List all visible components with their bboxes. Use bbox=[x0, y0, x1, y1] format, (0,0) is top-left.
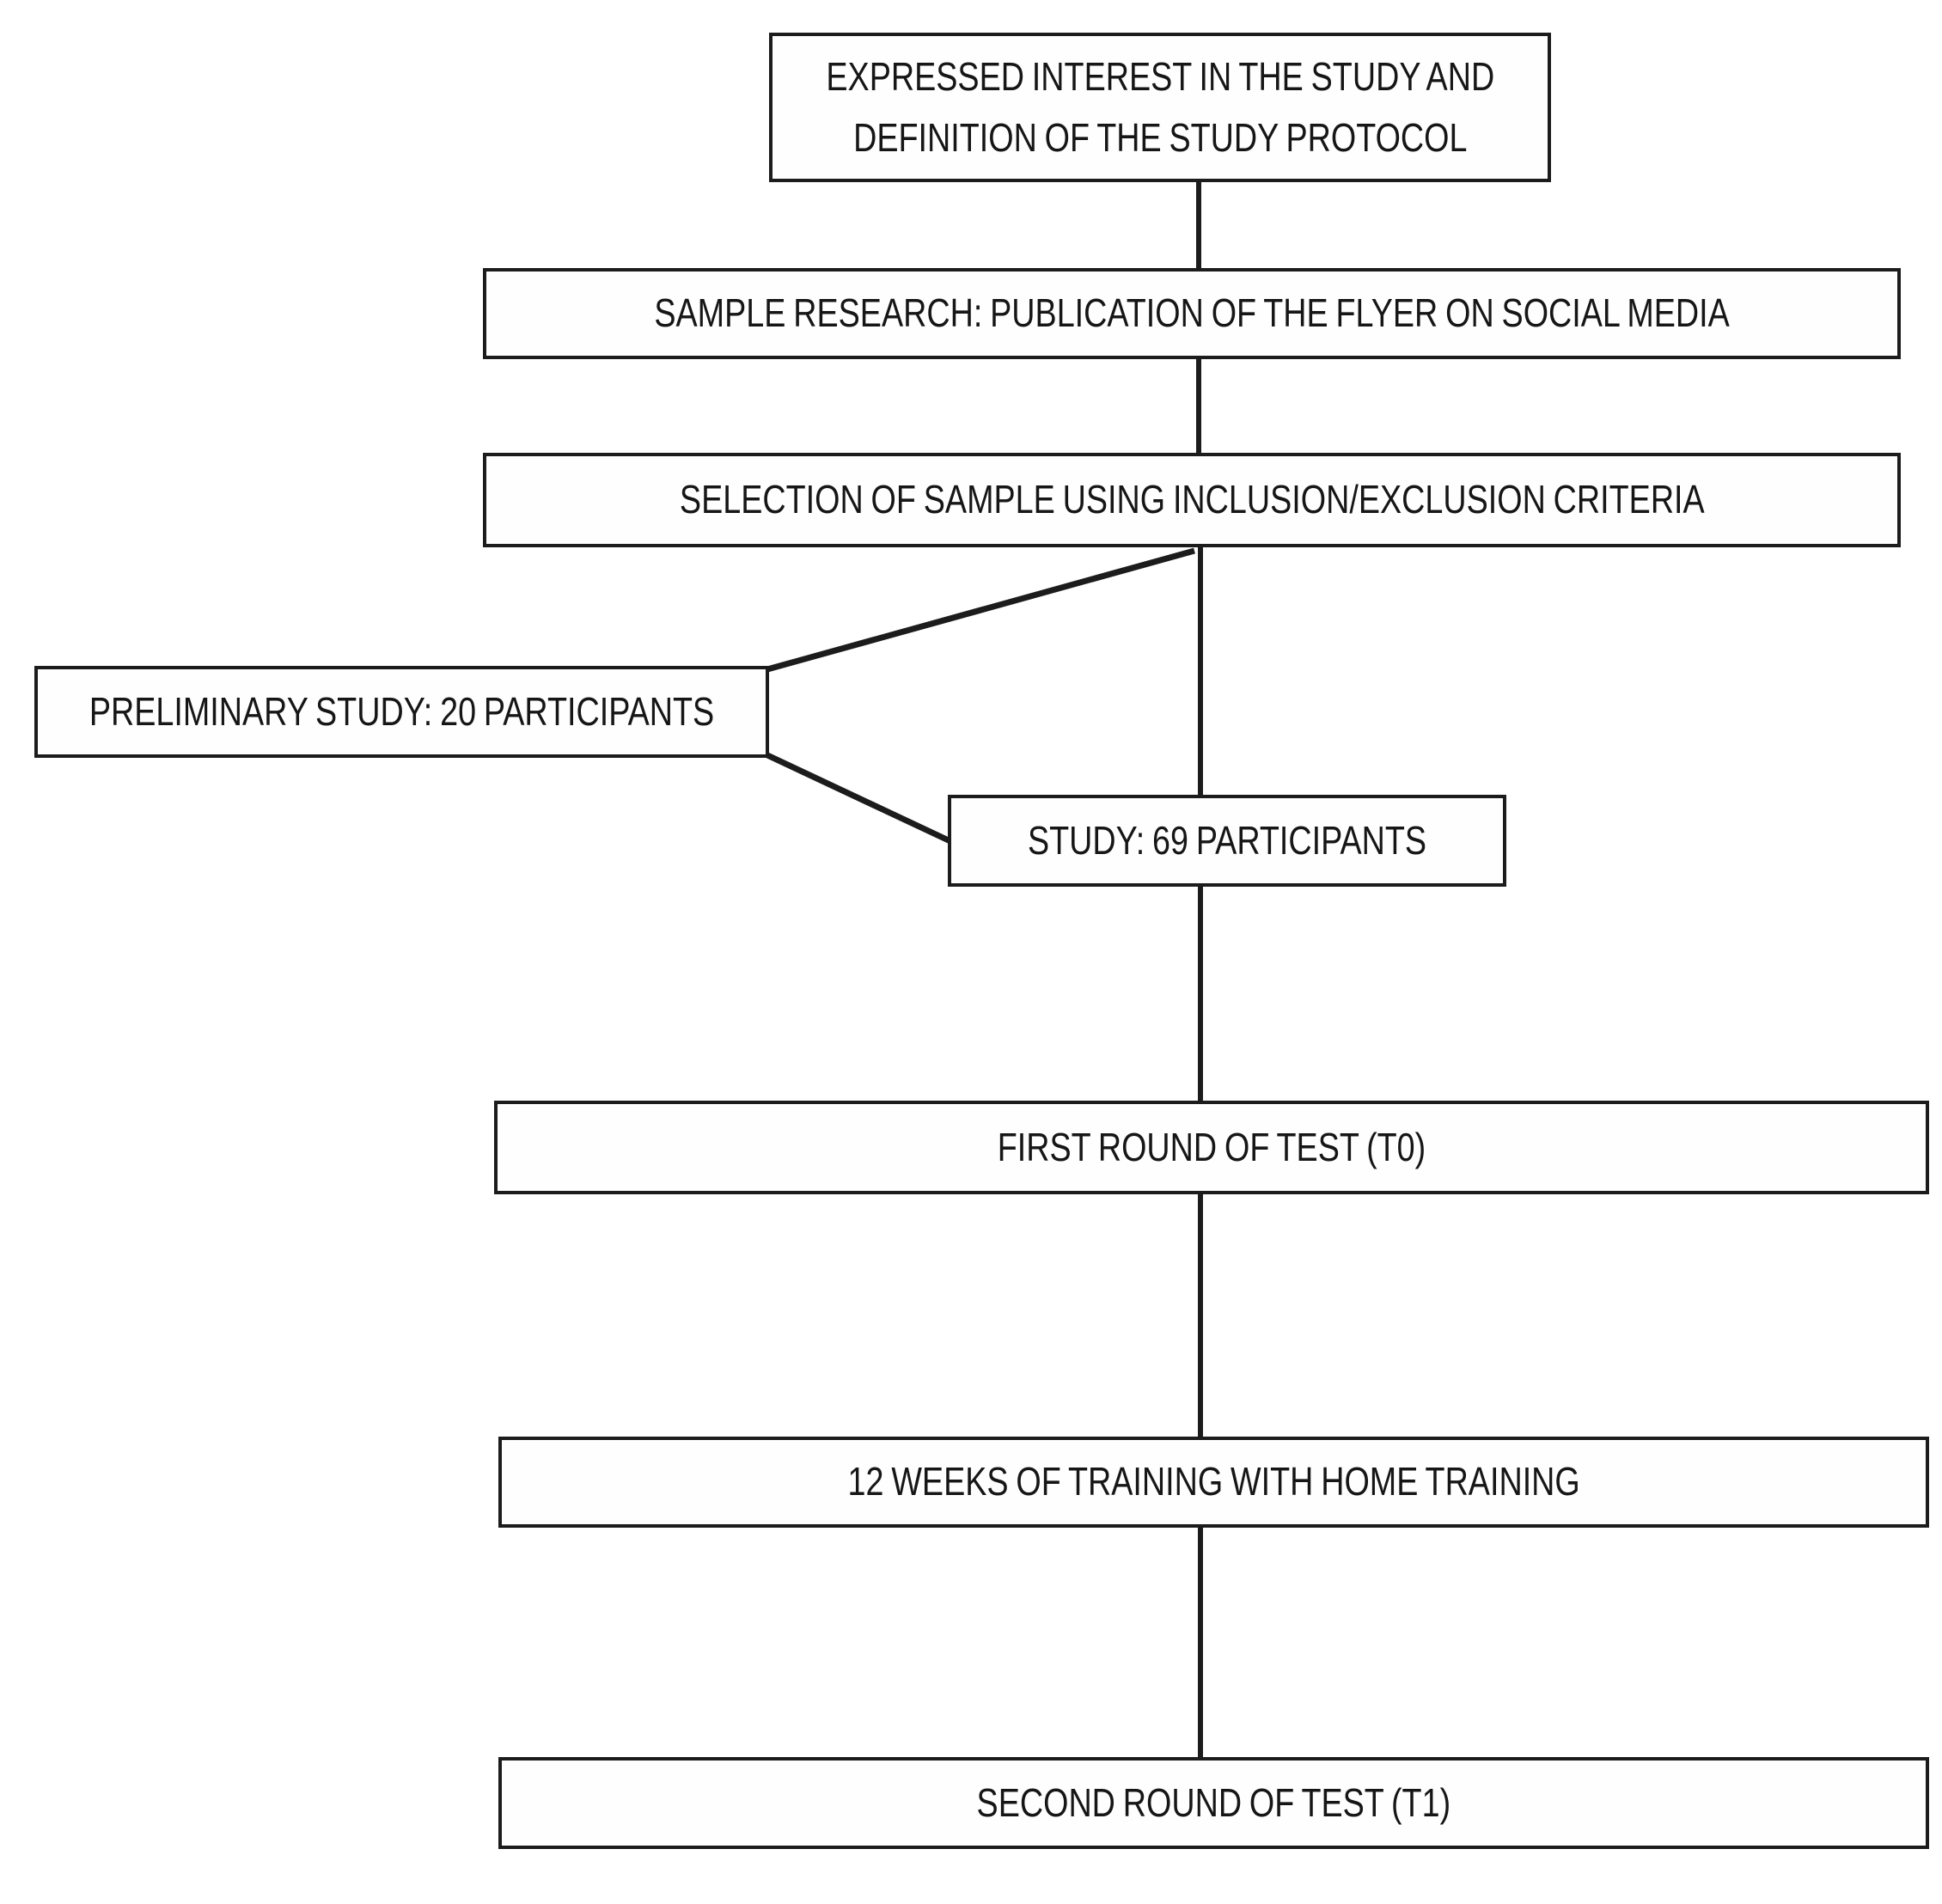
flow-node-sample-research: SAMPLE RESEARCH: PUBLICATION OF THE FLYE… bbox=[483, 268, 1901, 359]
flow-node-first-round-test: FIRST ROUND OF TEST (T0) bbox=[494, 1101, 1929, 1194]
flow-node-study: STUDY: 69 PARTICIPANTS bbox=[948, 795, 1506, 887]
flow-node-expressed-interest: EXPRESSED INTEREST IN THE STUDY AND DEFI… bbox=[769, 33, 1551, 182]
connector-selection-to-preliminary bbox=[766, 547, 1195, 673]
flow-node-label: FIRST ROUND OF TEST (T0) bbox=[997, 1124, 1426, 1169]
flow-node-label: EXPRESSED INTEREST IN THE STUDY AND DEFI… bbox=[826, 53, 1494, 160]
flow-node-second-round-test: SECOND ROUND OF TEST (T1) bbox=[498, 1757, 1929, 1849]
flow-node-label: SECOND ROUND OF TEST (T1) bbox=[976, 1779, 1451, 1825]
flow-node-sample-selection: SELECTION OF SAMPLE USING INCLUSION/EXCL… bbox=[483, 453, 1901, 547]
flow-node-label: STUDY: 69 PARTICIPANTS bbox=[1027, 817, 1427, 863]
connector-preliminary-to-study bbox=[764, 751, 954, 845]
flow-node-training: 12 WEEKS OF TRAINING WITH HOME TRAINING bbox=[498, 1437, 1929, 1528]
flow-node-label: SELECTION OF SAMPLE USING INCLUSION/EXCL… bbox=[679, 477, 1705, 522]
flow-node-label: SAMPLE RESEARCH: PUBLICATION OF THE FLYE… bbox=[654, 290, 1730, 336]
flow-node-preliminary-study: PRELIMINARY STUDY: 20 PARTICIPANTS bbox=[34, 666, 769, 758]
flow-node-label: PRELIMINARY STUDY: 20 PARTICIPANTS bbox=[89, 688, 715, 734]
flow-node-label: 12 WEEKS OF TRAINING WITH HOME TRAINING bbox=[847, 1459, 1580, 1504]
